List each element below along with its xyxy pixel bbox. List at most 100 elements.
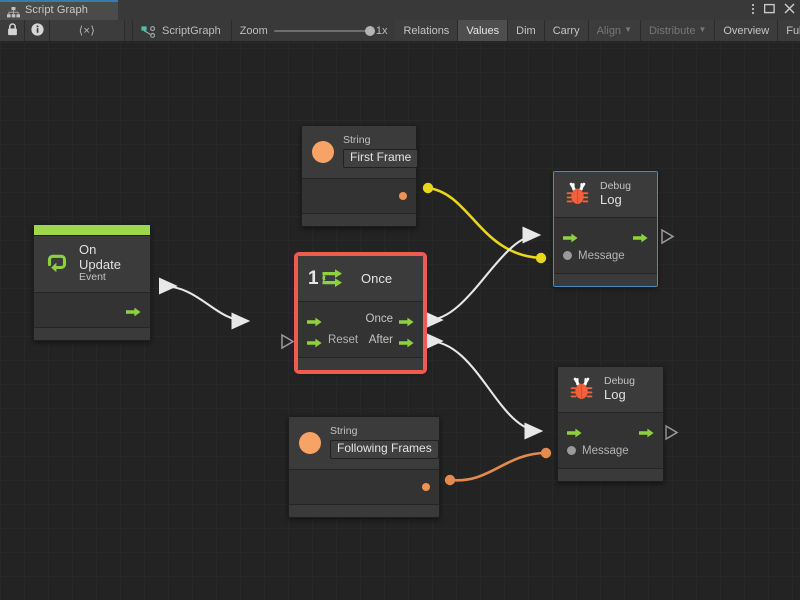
graph-toolbar: ⟨×⟩ ScriptGraph Zoom 1x Relations Values… bbox=[0, 20, 800, 42]
overview-button[interactable]: Overview bbox=[715, 20, 779, 41]
maximize-icon[interactable] bbox=[763, 3, 775, 17]
wire-after-to-debug-log-2 bbox=[424, 332, 544, 440]
port-row-output-string[interactable] bbox=[302, 185, 416, 206]
code-view-button[interactable]: ⟨×⟩ bbox=[50, 20, 125, 41]
node-subtitle: Event bbox=[79, 271, 106, 284]
wire-string-first-frame-to-debug-log-1 bbox=[422, 182, 547, 264]
node-title: Once bbox=[361, 270, 393, 286]
node-body: Message bbox=[558, 413, 663, 469]
chevron-down-icon: ▼ bbox=[698, 25, 707, 34]
carry-label: Carry bbox=[552, 24, 580, 37]
port-marker-debug-log-2-out[interactable] bbox=[665, 424, 679, 441]
node-string-first-frame[interactable]: String First Frame bbox=[301, 125, 419, 228]
string-value-field[interactable]: Following Frames bbox=[330, 439, 439, 460]
distribute-button[interactable]: Distribute ▼ bbox=[640, 20, 716, 41]
node-footer bbox=[298, 357, 423, 370]
output-port-flow[interactable] bbox=[126, 304, 141, 317]
wire-once-to-debug-log-1 bbox=[424, 226, 542, 329]
node-titles: Debug Log bbox=[604, 375, 635, 402]
input-port-flow[interactable] bbox=[563, 230, 578, 243]
port-marker-debug-log-1-out[interactable] bbox=[661, 228, 675, 245]
node-once[interactable]: 1 Once Once bbox=[294, 252, 427, 374]
input-port-message-label: Message bbox=[582, 444, 629, 457]
input-port-flow[interactable] bbox=[567, 425, 582, 438]
overview-label: Overview bbox=[723, 24, 770, 37]
port-row-message[interactable]: Message bbox=[558, 440, 663, 461]
input-port-flow[interactable] bbox=[307, 314, 322, 326]
distribute-label: Distribute bbox=[648, 24, 696, 37]
input-port-reset[interactable]: Reset bbox=[307, 333, 359, 347]
bug-icon bbox=[564, 181, 591, 207]
kebab-menu-icon[interactable] bbox=[751, 3, 755, 18]
output-port-once[interactable]: Once bbox=[366, 313, 415, 326]
info-button[interactable] bbox=[25, 20, 50, 41]
node-titles: Debug Log bbox=[600, 180, 631, 207]
chevron-down-icon: ▼ bbox=[624, 25, 632, 34]
node-header: On Update Event bbox=[34, 236, 150, 293]
carry-button[interactable]: Carry bbox=[544, 20, 589, 41]
node-titles: String First Frame bbox=[343, 134, 419, 169]
tab-script-graph[interactable]: Script Graph bbox=[0, 0, 118, 20]
output-port-after[interactable]: After bbox=[369, 334, 414, 347]
flow-arrow-icon bbox=[307, 335, 322, 347]
zoom-label: Zoom bbox=[239, 24, 268, 37]
graph-canvas[interactable]: On Update Event String bbox=[0, 43, 800, 600]
port-row-reset-after[interactable]: Reset After bbox=[298, 329, 423, 350]
node-titles: String Following Frames bbox=[330, 425, 439, 460]
node-string-following-frames[interactable]: String Following Frames bbox=[288, 416, 440, 519]
relations-label: Relations bbox=[403, 24, 450, 37]
flow-arrow-icon bbox=[639, 425, 654, 438]
port-marker-once-reset[interactable] bbox=[281, 333, 295, 350]
string-value-field[interactable]: First Frame bbox=[343, 148, 419, 169]
full-screen-button[interactable]: Full Screen bbox=[778, 20, 800, 41]
port-row-once[interactable]: Once bbox=[298, 308, 423, 329]
relations-button[interactable]: Relations bbox=[395, 20, 459, 41]
node-debug-log-1[interactable]: Debug Log bbox=[553, 171, 658, 288]
input-port-reset-label: Reset bbox=[328, 333, 359, 346]
port-row-flow[interactable] bbox=[558, 419, 663, 440]
node-header: String Following Frames bbox=[289, 417, 439, 471]
output-port-string[interactable] bbox=[399, 191, 407, 200]
string-circle-icon bbox=[299, 431, 321, 454]
lock-button[interactable] bbox=[0, 20, 25, 41]
wire-endpoint-dot bbox=[444, 474, 456, 486]
wire-endpoint-dot bbox=[535, 252, 547, 264]
zoom-control[interactable]: Zoom 1x bbox=[231, 20, 396, 41]
output-port-string[interactable] bbox=[422, 482, 430, 491]
node-titles: On Update Event bbox=[79, 242, 140, 284]
port-row-message[interactable]: Message bbox=[554, 245, 657, 266]
zoom-value-label: 1x bbox=[375, 24, 388, 37]
graph-name-group[interactable]: ScriptGraph bbox=[133, 20, 232, 41]
node-body: Once Reset bbox=[298, 302, 423, 357]
zoom-slider[interactable] bbox=[273, 25, 375, 36]
wire-endpoint-dot bbox=[422, 182, 434, 194]
message-port-dot bbox=[567, 446, 576, 456]
string-port-dot bbox=[422, 482, 430, 491]
graph-name-label: ScriptGraph bbox=[162, 24, 221, 37]
align-button[interactable]: Align ▼ bbox=[588, 20, 641, 41]
dim-button[interactable]: Dim bbox=[508, 20, 545, 41]
lock-icon bbox=[7, 22, 18, 39]
flow-arrow-icon bbox=[399, 335, 414, 347]
node-debug-log-2[interactable]: Debug Log bbox=[557, 366, 664, 483]
zoom-slider-knob[interactable] bbox=[364, 25, 375, 36]
close-icon[interactable] bbox=[784, 3, 795, 17]
node-header: String First Frame bbox=[302, 126, 419, 180]
values-button[interactable]: Values bbox=[458, 20, 509, 41]
node-title-small: Debug bbox=[604, 375, 635, 387]
flow-arrow-icon bbox=[307, 314, 322, 326]
output-port-flow[interactable] bbox=[639, 425, 654, 438]
input-port-message[interactable]: Message bbox=[563, 250, 625, 262]
toolbar-gap bbox=[125, 20, 133, 41]
output-port-flow[interactable] bbox=[633, 230, 648, 243]
flow-arrow-icon bbox=[633, 230, 648, 243]
input-port-message[interactable]: Message bbox=[567, 445, 629, 457]
port-row-output-flow[interactable] bbox=[34, 299, 150, 320]
values-label: Values bbox=[466, 24, 500, 37]
port-row-flow[interactable] bbox=[554, 224, 657, 245]
once-counter-icon: 1 bbox=[308, 265, 352, 291]
node-on-update[interactable]: On Update Event bbox=[33, 224, 151, 341]
node-title: String bbox=[330, 425, 358, 437]
node-title-small: Debug bbox=[600, 180, 631, 192]
port-row-output-string[interactable] bbox=[289, 476, 439, 497]
